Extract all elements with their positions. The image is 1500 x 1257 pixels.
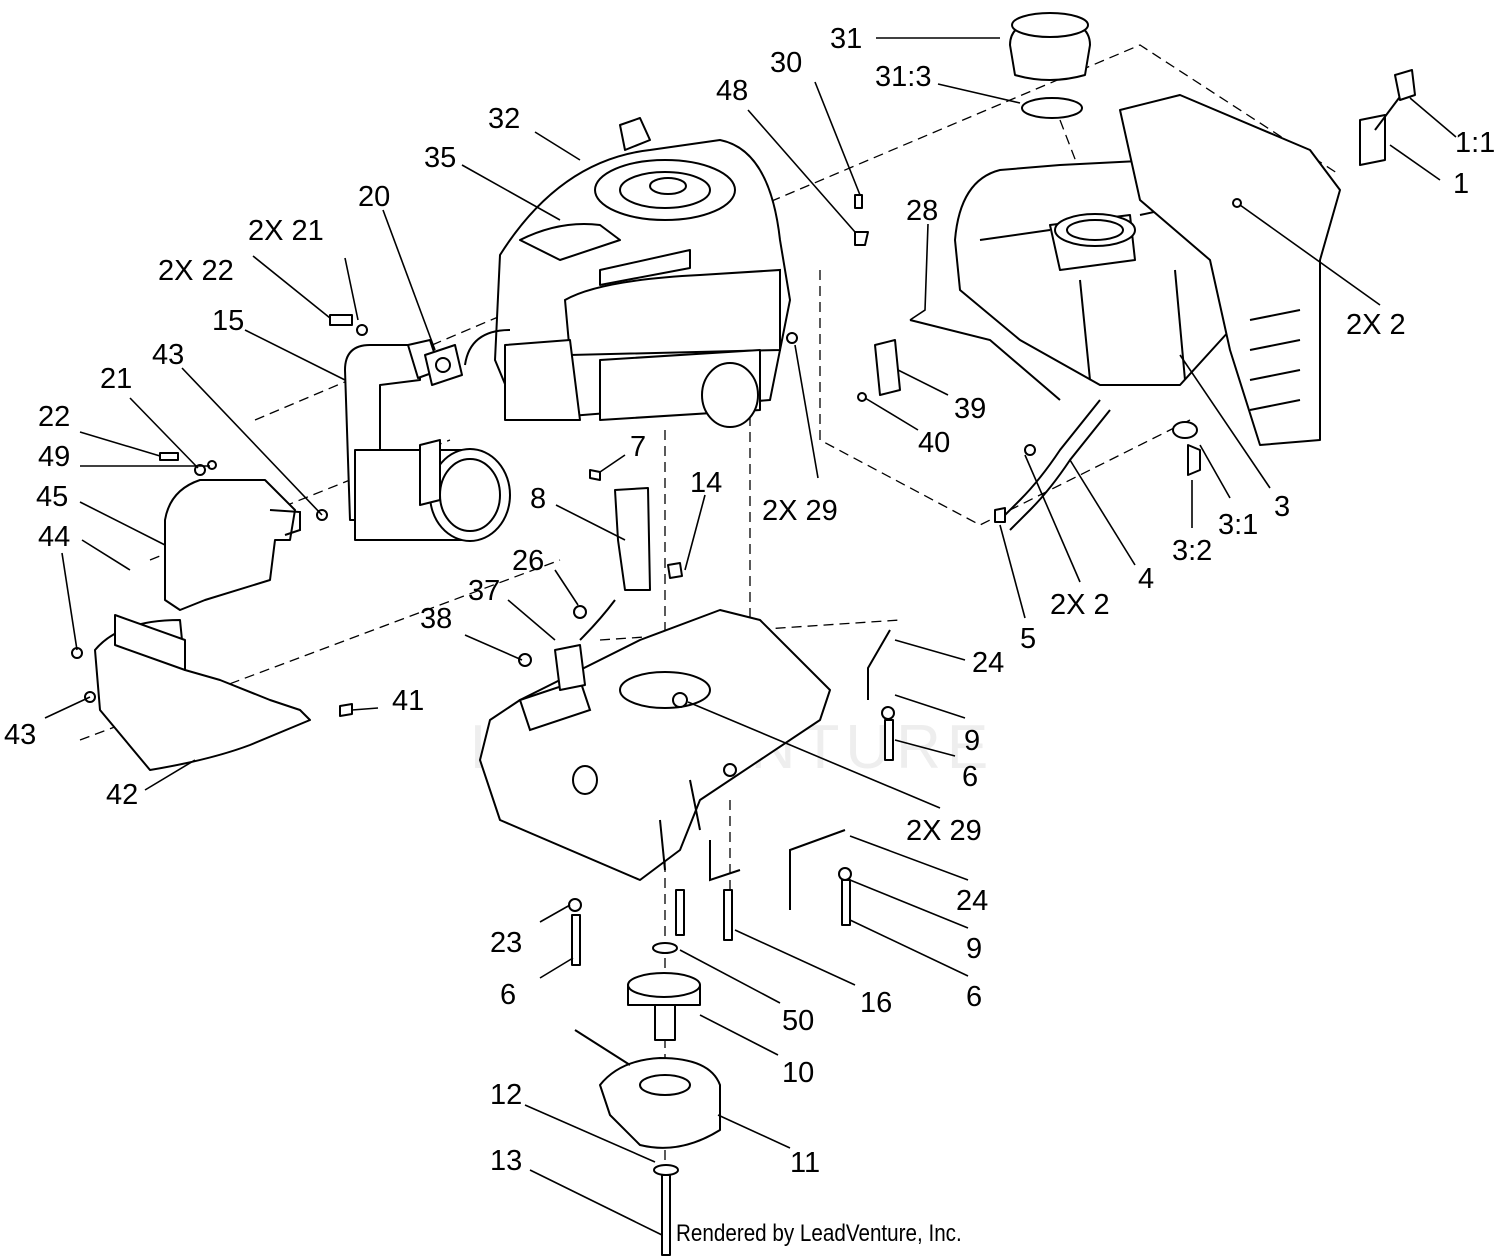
callout-12: 12 — [490, 1079, 522, 1111]
callout-48: 48 — [716, 75, 748, 107]
callout-3-1: 3:1 — [1218, 509, 1258, 541]
callout-9-lower: 9 — [966, 933, 982, 965]
callout-2x21: 2X 21 — [248, 215, 324, 247]
callout-39: 39 — [954, 393, 986, 425]
throttle-cable — [579, 599, 616, 641]
callout-40: 40 — [918, 427, 950, 459]
callout-16: 16 — [860, 987, 892, 1019]
callout-7: 7 — [630, 431, 646, 463]
callout-5: 5 — [1020, 623, 1036, 655]
callout-20: 20 — [358, 181, 390, 213]
heat-shield — [164, 479, 301, 611]
fuel-shutoff-valve — [1172, 421, 1201, 476]
fuel-line — [909, 319, 1111, 531]
bracket — [614, 487, 651, 591]
callout-44: 44 — [38, 521, 70, 553]
leader-lines — [44, 37, 1457, 1236]
callout-43-top: 43 — [152, 339, 184, 371]
callout-24-upper: 24 — [972, 647, 1004, 679]
engine-mount-plate — [479, 609, 831, 881]
callout-13: 13 — [490, 1145, 522, 1177]
callout-9-upper: 9 — [964, 725, 980, 757]
callout-42: 42 — [106, 779, 138, 811]
engine-rod-lower — [789, 829, 846, 910]
callout-11: 11 — [790, 1147, 820, 1179]
callout-30: 30 — [770, 47, 802, 79]
callout-2x29-upper: 2X 29 — [762, 495, 838, 527]
callout-10: 10 — [782, 1057, 814, 1089]
callout-28: 28 — [906, 195, 938, 227]
hardware-fasteners — [71, 194, 1242, 966]
callout-1: 1 — [1453, 168, 1469, 200]
hose-clamp — [994, 507, 1006, 523]
callouts: 31 31:3 30 48 32 35 20 2X 21 2X 22 15 43… — [4, 23, 1495, 1179]
callout-3-2: 3:2 — [1172, 535, 1212, 567]
cap-gasket — [1021, 97, 1083, 119]
fender-platform — [1119, 94, 1341, 446]
callout-21: 21 — [100, 363, 132, 395]
callout-2x2-upper: 2X 2 — [1346, 309, 1406, 341]
callout-41: 41 — [392, 685, 424, 717]
callout-8: 8 — [530, 483, 546, 515]
callout-35: 35 — [424, 142, 456, 174]
muffler — [344, 339, 511, 542]
callout-50: 50 — [782, 1005, 814, 1037]
callout-24-lower: 24 — [956, 885, 988, 917]
callout-6-left: 6 — [500, 979, 516, 1011]
callout-23: 23 — [490, 927, 522, 959]
callout-37: 37 — [468, 575, 500, 607]
callout-2x22: 2X 22 — [158, 255, 234, 287]
clip — [667, 562, 683, 579]
callout-31-3: 31:3 — [875, 61, 931, 93]
callout-2x2-lower: 2X 2 — [1050, 589, 1110, 621]
engine-rod-mid — [709, 840, 741, 882]
callout-15: 15 — [212, 305, 244, 337]
throttle-control — [1359, 69, 1416, 166]
callout-26: 26 — [512, 545, 544, 577]
callout-45: 45 — [36, 481, 68, 513]
callout-38: 38 — [420, 603, 452, 635]
fuel-filter-bracket — [874, 339, 901, 396]
callout-49: 49 — [38, 441, 70, 473]
callout-22: 22 — [38, 401, 70, 433]
callout-31: 31 — [830, 23, 862, 55]
callout-43-bottom: 43 — [4, 719, 36, 751]
engine — [464, 117, 791, 428]
callout-6-upper: 6 — [962, 761, 978, 793]
callout-4: 4 — [1138, 563, 1154, 595]
callout-3: 3 — [1274, 491, 1290, 523]
fuel-cap — [1009, 12, 1091, 81]
callout-14: 14 — [690, 467, 722, 499]
callout-6-right: 6 — [966, 981, 982, 1013]
clutch-stack — [574, 942, 721, 1256]
lower-shield — [94, 614, 311, 771]
cable-bracket — [554, 644, 586, 691]
callout-1-1: 1:1 — [1455, 127, 1495, 159]
exhaust-gasket — [424, 344, 463, 386]
render-credit: Rendered by LeadVenture, Inc. — [676, 1220, 962, 1247]
callout-32: 32 — [488, 103, 520, 135]
callout-2x29-lower: 2X 29 — [906, 815, 982, 847]
engine-rod-upper — [867, 629, 891, 700]
